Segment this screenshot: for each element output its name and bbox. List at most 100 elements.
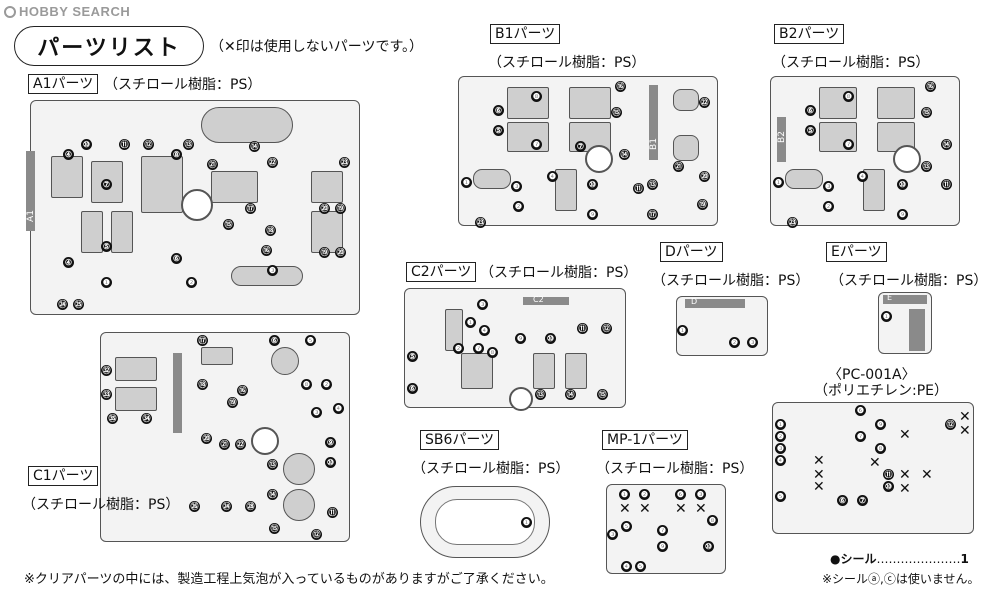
page-title: パーツリスト bbox=[14, 26, 204, 66]
mp1-part-number: ❽ bbox=[707, 515, 718, 526]
a1-part-number: ㉑ bbox=[207, 159, 218, 170]
e-runner-tag-bar bbox=[883, 295, 927, 304]
d-runner-tag: D bbox=[691, 297, 698, 306]
unused-x-mark: ✕ bbox=[899, 467, 911, 483]
b1-part-number: ㉓ bbox=[475, 217, 486, 228]
b1-runner-tag-bar bbox=[649, 85, 658, 160]
c2-part-number: ⑤ bbox=[407, 351, 418, 362]
c1-part-number: ㉘ bbox=[245, 501, 256, 512]
c1-material: （スチロール樹脂：PS） bbox=[22, 497, 180, 513]
pc-part-number: ❽ bbox=[875, 443, 886, 454]
b1-part bbox=[673, 89, 699, 111]
a1-part-number: ⑯ bbox=[261, 245, 272, 256]
b2-part-number: ⑪ bbox=[941, 179, 952, 190]
c1-part bbox=[283, 489, 315, 521]
b2-runner-tag: B2 bbox=[776, 131, 787, 143]
unused-x-mark: ✕ bbox=[899, 427, 911, 443]
b2-part-number: ㉓ bbox=[787, 217, 798, 228]
b1-part-number: ㉑ bbox=[673, 161, 684, 172]
unused-x-mark: ✕ bbox=[813, 479, 825, 495]
c2-part-number: ⑫ bbox=[601, 323, 612, 334]
c2-material: （スチロール樹脂：PS） bbox=[480, 265, 638, 281]
c1-part-number: ⑰ bbox=[197, 335, 208, 346]
b2-part-number: ⑬ bbox=[921, 161, 932, 172]
c1-part bbox=[283, 453, 315, 485]
b1-part-number: ㉒ bbox=[699, 97, 710, 108]
a1-part-number: ⑫ bbox=[143, 139, 154, 150]
c1-part bbox=[201, 347, 233, 365]
b1-part bbox=[507, 122, 549, 152]
clear-parts-note: ※クリアパーツの中には、製造工程上気泡が入っているものがありますがご了承ください… bbox=[24, 572, 554, 587]
unused-x-mark: ✕ bbox=[869, 455, 881, 471]
seal-line: ●シール…………………1 bbox=[830, 550, 969, 567]
a1-part-number: ⑱ bbox=[265, 225, 276, 236]
a1-label: A1パーツ bbox=[28, 74, 99, 94]
pc-part-number: ❸ bbox=[775, 443, 786, 454]
watermark-logo: HOBBY SEARCH bbox=[4, 4, 130, 19]
b2-part bbox=[785, 169, 823, 189]
pc-part-number: ❹ bbox=[775, 455, 786, 466]
b1-part bbox=[473, 169, 511, 189]
c1-part bbox=[115, 387, 157, 411]
e-part bbox=[909, 309, 925, 351]
b1-part-number: ❶ bbox=[461, 177, 472, 188]
seal-note: ※シールⓐ,ⓒは使いません。 bbox=[822, 572, 980, 586]
c2-part-number: ❹ bbox=[479, 325, 490, 336]
b1-part-number: ⑬ bbox=[647, 179, 658, 190]
unused-x-mark: ✕ bbox=[619, 501, 631, 517]
mp1-part-number: ❾ bbox=[657, 541, 668, 552]
b1-part-number: ⑤ bbox=[493, 125, 504, 136]
mp1-material: （スチロール樹脂：PS） bbox=[596, 461, 754, 477]
a1-part bbox=[111, 211, 133, 253]
mp1-part-number: ❹ bbox=[621, 561, 632, 572]
d-part-number: ❷ bbox=[729, 337, 740, 348]
d-runner-tag-bar bbox=[685, 299, 745, 308]
b2-label: B2パーツ bbox=[774, 24, 845, 44]
a1-part-number: ⑬ bbox=[183, 139, 194, 150]
pc-part-number: ❾ bbox=[875, 419, 886, 430]
c2-part-number: ⑭ bbox=[565, 389, 576, 400]
a1-part bbox=[141, 156, 183, 213]
c1-part-number: ⑪ bbox=[327, 507, 338, 518]
b2-part-number: ❶ bbox=[773, 177, 784, 188]
d-part-number: ❶ bbox=[677, 325, 688, 336]
sb6-material: （スチロール樹脂：PS） bbox=[412, 461, 570, 477]
c1-part-number: ⑯ bbox=[237, 385, 248, 396]
e-runner-sheet: E ❶ bbox=[878, 292, 932, 354]
c2-label: C2パーツ bbox=[406, 262, 477, 282]
b1-label: B1パーツ bbox=[490, 24, 561, 44]
a1-runner-tag: A1 bbox=[25, 210, 36, 222]
c1-part-number: ⑨ bbox=[325, 437, 336, 448]
b1-sprue-ring bbox=[585, 145, 613, 173]
pc-part-number: ❼ bbox=[855, 431, 866, 442]
c1-runner-sheet: ⑰ ⑥ ❺ ㉜ ⑱ ⑯ ⑲ ❽ ㉝ ❷ ❹ ❸ ㉟ ㉞ ⑳ ㉑ ㉒ ⑨ ⑩ ⑬ … bbox=[100, 332, 350, 542]
pc-label: 〈PC-001A〉 bbox=[828, 367, 916, 383]
a1-part-number: ⑲ bbox=[319, 247, 330, 258]
b1-part bbox=[507, 87, 549, 119]
b2-part-number: ⑥ bbox=[805, 105, 816, 116]
b2-runner-sheet: B2 ⑯ ❽ ⑥ ⑮ ⑤ ❼ ❹ ❶ ❸ ❷ ⑩ ⑪ ⑬ ❾ ⑭ ㉓ bbox=[770, 76, 960, 228]
c1-part-number: ⑬ bbox=[267, 459, 278, 470]
a1-sprue-ring bbox=[181, 189, 213, 221]
mp1-part-number: ❻ bbox=[675, 489, 686, 500]
b1-part-number: ⑭ bbox=[619, 149, 630, 160]
b2-part-number: ❸ bbox=[823, 181, 834, 192]
b1-part-number: ❽ bbox=[531, 91, 542, 102]
a1-part-number: ㉔ bbox=[57, 299, 68, 310]
c1-part bbox=[271, 347, 299, 375]
seal-count: 1 bbox=[960, 552, 969, 566]
b1-part bbox=[673, 135, 699, 161]
mp1-part-number: ❸ bbox=[607, 529, 618, 540]
e-label: Eパーツ bbox=[826, 242, 887, 262]
b2-part-number: ❼ bbox=[843, 139, 854, 150]
c2-runner-tag-bar bbox=[523, 297, 569, 305]
b2-material: （スチロール樹脂：PS） bbox=[772, 55, 930, 71]
b2-part-number: ⑯ bbox=[925, 81, 936, 92]
a1-part-number: ⑧ bbox=[171, 149, 182, 160]
a1-part-number: ⑦ bbox=[101, 179, 112, 190]
b1-part bbox=[555, 169, 577, 211]
logo-icon bbox=[4, 6, 16, 18]
c2-part-number: ⑥ bbox=[407, 383, 418, 394]
c1-part-number: ⑩ bbox=[325, 457, 336, 468]
c1-label: C1パーツ bbox=[28, 466, 99, 486]
